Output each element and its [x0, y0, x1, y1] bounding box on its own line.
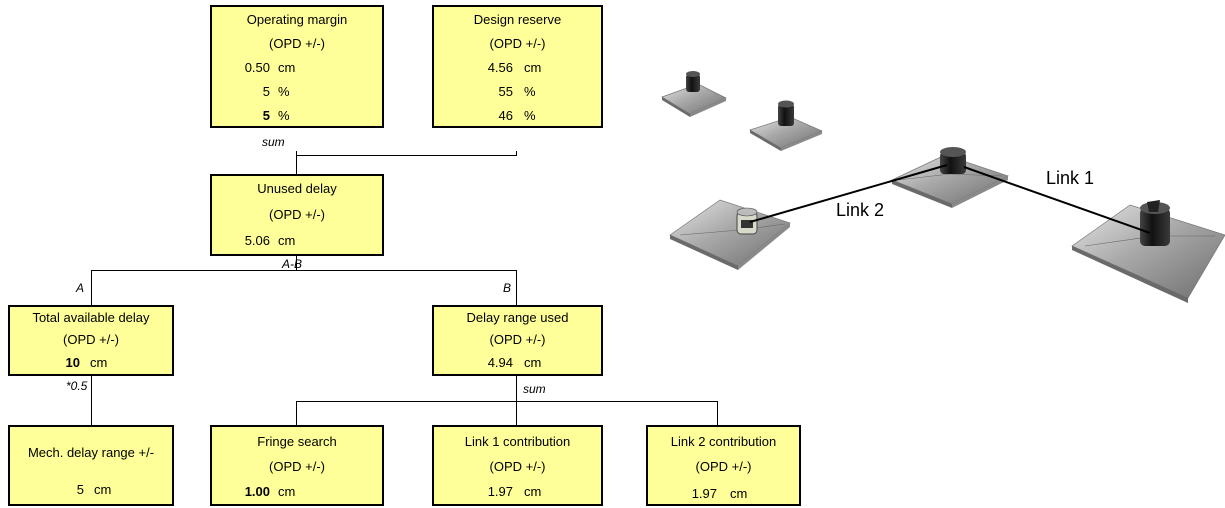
value: 1.00 [244, 484, 270, 499]
link1-label: Link 1 [1046, 168, 1094, 188]
operator-sum-top: sum [262, 135, 285, 149]
mech-delay-range-box: Mech. delay range +/- 5 cm [8, 425, 174, 506]
box-subtitle: (OPD +/-) [63, 332, 119, 347]
total-available-delay-box: Total available delay (OPD +/-) 10 cm [8, 305, 174, 376]
value-row: 5 cm [10, 479, 172, 501]
unit: cm [90, 355, 108, 370]
value-row: 46 % [434, 105, 601, 127]
box-subtitle: (OPD +/-) [269, 207, 325, 222]
value: 5 [76, 482, 84, 497]
operator-b: B [503, 281, 512, 295]
unit: % [278, 108, 290, 123]
box-subtitle: (OPD +/-) [489, 36, 546, 51]
unit: cm [524, 60, 542, 75]
value: 5 [262, 84, 270, 99]
connector [516, 151, 517, 156]
connector [296, 256, 297, 271]
telescope-right [1071, 200, 1225, 303]
value: 4.94 [487, 355, 513, 370]
box-subtitle: (OPD +/-) [489, 459, 546, 474]
box-title: Design reserve [473, 12, 562, 27]
value-row: 55 % [434, 81, 601, 103]
operating-margin-box: Operating margin (OPD +/-) 0.50 cm 5 % 5… [210, 5, 384, 128]
operator-sum-bottom: sum [523, 382, 546, 396]
link2-label: Link 2 [836, 200, 884, 220]
value-row: 5 % [212, 105, 382, 127]
box-subtitle: (OPD +/-) [695, 459, 752, 474]
telescope-center [891, 147, 1009, 208]
box-title: Mech. delay range +/- [27, 445, 155, 460]
telescope-far-middle [749, 100, 823, 151]
value: 55 [498, 84, 513, 99]
value: 5.06 [244, 233, 270, 248]
telescope-array-illustration: Link 1 Link 2 [661, 71, 1225, 303]
value-row: 1.97 cm [648, 483, 799, 505]
connector [91, 270, 92, 305]
value-row: 4.56 cm [434, 57, 601, 79]
value-row: 5.06 cm [212, 230, 382, 252]
unit: cm [524, 355, 542, 370]
box-title: Unused delay [257, 181, 337, 196]
unit: cm [278, 484, 296, 499]
value: 10 [65, 355, 80, 370]
operator-a-minus-b: A-B [282, 257, 303, 271]
unit: % [278, 84, 290, 99]
value-row: 10 cm [10, 352, 172, 374]
value-row: 4.94 cm [434, 352, 601, 374]
box-title: Link 2 contribution [670, 434, 777, 449]
connector [91, 270, 517, 271]
connector [296, 151, 297, 174]
unused-delay-box: Unused delay (OPD +/-) 5.06 cm [210, 174, 384, 256]
unit: cm [524, 484, 542, 499]
value: 1.97 [691, 486, 717, 501]
connector [91, 376, 92, 425]
value-row: 5 % [212, 81, 382, 103]
box-subtitle: (OPD +/-) [269, 36, 325, 51]
delay-range-used-box: Delay range used (OPD +/-) 4.94 cm [432, 305, 603, 376]
design-reserve-box: Design reserve (OPD +/-) 4.56 cm 55 % 46… [432, 5, 603, 128]
box-title: Total available delay [32, 310, 150, 325]
link1-line [963, 166, 1151, 234]
value-row: 1.00 cm [212, 481, 382, 503]
value-row: 1.97 cm [434, 481, 601, 503]
value: 5 [262, 108, 270, 123]
box-subtitle: (OPD +/-) [269, 459, 325, 474]
value: 4.56 [487, 60, 513, 75]
operator-a: A [76, 281, 85, 295]
unit: cm [278, 233, 296, 248]
connector [296, 401, 297, 425]
link2-line [749, 164, 948, 223]
connector [717, 401, 718, 425]
box-subtitle: (OPD +/-) [489, 332, 546, 347]
unit: cm [94, 482, 112, 497]
box-title: Delay range used [466, 310, 569, 325]
value: 1.97 [487, 484, 513, 499]
telescope-far-left [661, 71, 727, 117]
value: 46 [498, 108, 513, 123]
unit: cm [730, 486, 748, 501]
box-title: Fringe search [257, 434, 337, 449]
unit: cm [278, 60, 296, 75]
connector [516, 376, 517, 425]
box-title: Operating margin [246, 12, 348, 27]
connector [516, 270, 517, 305]
telescope-left [669, 199, 791, 270]
link1-contribution-box: Link 1 contribution (OPD +/-) 1.97 cm [432, 425, 603, 506]
connector [296, 401, 718, 402]
fringe-search-box: Fringe search (OPD +/-) 1.00 cm [210, 425, 384, 506]
connector [296, 155, 517, 156]
box-title: Link 1 contribution [464, 434, 571, 449]
unit: % [524, 108, 536, 123]
link2-contribution-box: Link 2 contribution (OPD +/-) 1.97 cm [646, 425, 801, 506]
value-row: 0.50 cm [212, 57, 382, 79]
value: 0.50 [244, 60, 270, 75]
operator-times-half: *0.5 [66, 379, 88, 393]
unit: % [524, 84, 536, 99]
